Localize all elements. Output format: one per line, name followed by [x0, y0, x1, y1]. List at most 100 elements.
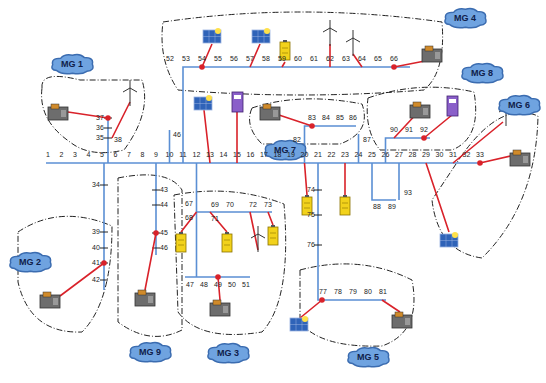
bus-number: 42	[92, 276, 100, 284]
microgrid-label: MG 3	[206, 342, 251, 358]
bus-number: 32	[463, 151, 471, 159]
bus-number: 29	[422, 151, 430, 159]
bus-number: 1	[46, 151, 50, 159]
bus-number: 53	[182, 55, 190, 63]
microgrid-cloud: MG 2	[8, 251, 53, 273]
bus-number: 86	[349, 114, 357, 122]
bus-number: 74	[307, 186, 315, 194]
bus-number: 40	[92, 244, 100, 252]
bus-number: 69	[211, 201, 219, 209]
bus-number: 80	[364, 288, 372, 296]
bus-number: 72	[249, 201, 257, 209]
bus-number: 19	[287, 151, 295, 159]
bus-number: 20	[301, 151, 309, 159]
bus-number: 23	[341, 151, 349, 159]
bus-number: 62	[326, 55, 334, 63]
bus-number: 84	[322, 114, 330, 122]
bus-number: 6	[114, 151, 118, 159]
bus-number: 2	[60, 151, 64, 159]
bus-number: 93	[404, 189, 412, 197]
bus-number: 46	[160, 244, 168, 252]
bus-number: 87	[363, 136, 371, 144]
bus-number: 50	[228, 281, 236, 289]
bus-number: 3	[73, 151, 77, 159]
bus-number: 79	[349, 288, 357, 296]
microgrid-label: MG 2	[8, 251, 53, 267]
dg-connections	[60, 44, 515, 318]
microgrid-cloud: MG 6	[497, 94, 542, 116]
bus-number: 66	[390, 55, 398, 63]
bus-number: 89	[388, 203, 396, 211]
bus-number: 46	[173, 131, 181, 139]
bus-number: 41	[92, 259, 100, 267]
bus-number: 38	[114, 136, 122, 144]
bus-number: 73	[264, 201, 272, 209]
bus-number: 45	[160, 229, 168, 237]
microgrid-cloud: MG 5	[346, 346, 391, 368]
bus-number: 44	[160, 201, 168, 209]
bus-number: 56	[230, 55, 238, 63]
bus-number: 78	[334, 288, 342, 296]
microgrid-label: MG 5	[346, 346, 391, 362]
bus-number: 18	[274, 151, 282, 159]
bus-number: 43	[160, 186, 168, 194]
bus-number: 54	[198, 55, 206, 63]
bus-number: 12	[193, 151, 201, 159]
bus-number: 4	[87, 151, 91, 159]
bus-number: 27	[395, 151, 403, 159]
bus-number: 8	[141, 151, 145, 159]
bus-number: 22	[328, 151, 336, 159]
bus-number: 64	[358, 55, 366, 63]
microgrid-label: MG 9	[128, 341, 173, 357]
bus-number: 48	[200, 281, 208, 289]
bus-number: 26	[382, 151, 390, 159]
bus-number: 31	[449, 151, 457, 159]
bus-number: 70	[226, 201, 234, 209]
bus-number: 59	[278, 55, 286, 63]
bus-number: 76	[307, 241, 315, 249]
bus-number: 58	[262, 55, 270, 63]
bus-number: 5	[100, 151, 104, 159]
bus-number: 15	[233, 151, 241, 159]
bus-number: 65	[374, 55, 382, 63]
bus-number: 21	[314, 151, 322, 159]
bus-number: 25	[368, 151, 376, 159]
bus-number: 36	[96, 124, 104, 132]
bus-number: 11	[179, 151, 186, 159]
der-icons	[40, 20, 530, 331]
bus-number: 75	[307, 211, 315, 219]
bus-ticks	[100, 118, 322, 280]
bus-number: 17	[260, 151, 268, 159]
bus-number: 51	[242, 281, 250, 289]
bus-number: 81	[379, 288, 387, 296]
bus-number: 39	[92, 228, 100, 236]
bus-number: 91	[405, 126, 413, 134]
bus-number: 30	[436, 151, 444, 159]
bus-number: 33	[476, 151, 484, 159]
bus-number: 52	[166, 55, 174, 63]
bus-number: 28	[409, 151, 417, 159]
bus-number: 55	[214, 55, 222, 63]
bus-number: 83	[308, 114, 316, 122]
bus-number: 9	[154, 151, 158, 159]
bus-number: 82	[293, 136, 301, 144]
bus-number: 49	[214, 281, 222, 289]
bus-number: 57	[246, 55, 254, 63]
microgrid-label: MG 4	[443, 7, 488, 23]
microgrid-label: MG 6	[497, 94, 542, 110]
microgrid-cloud: MG 8	[460, 62, 505, 84]
microgrid-label: MG 1	[50, 53, 95, 69]
bus-number: 24	[355, 151, 363, 159]
bus-number: 68	[185, 214, 193, 222]
bus-number: 35	[96, 134, 104, 142]
bus-number: 10	[166, 151, 174, 159]
bus-number: 71	[211, 215, 219, 223]
bus-number: 90	[390, 126, 398, 134]
bus-number: 13	[206, 151, 214, 159]
bus-number: 85	[336, 114, 344, 122]
microgrid-label: MG 8	[460, 62, 505, 78]
bus-number: 16	[247, 151, 255, 159]
bus-number: 67	[185, 200, 193, 208]
bus-number: 60	[294, 55, 302, 63]
microgrid-cloud: MG 1	[50, 53, 95, 75]
